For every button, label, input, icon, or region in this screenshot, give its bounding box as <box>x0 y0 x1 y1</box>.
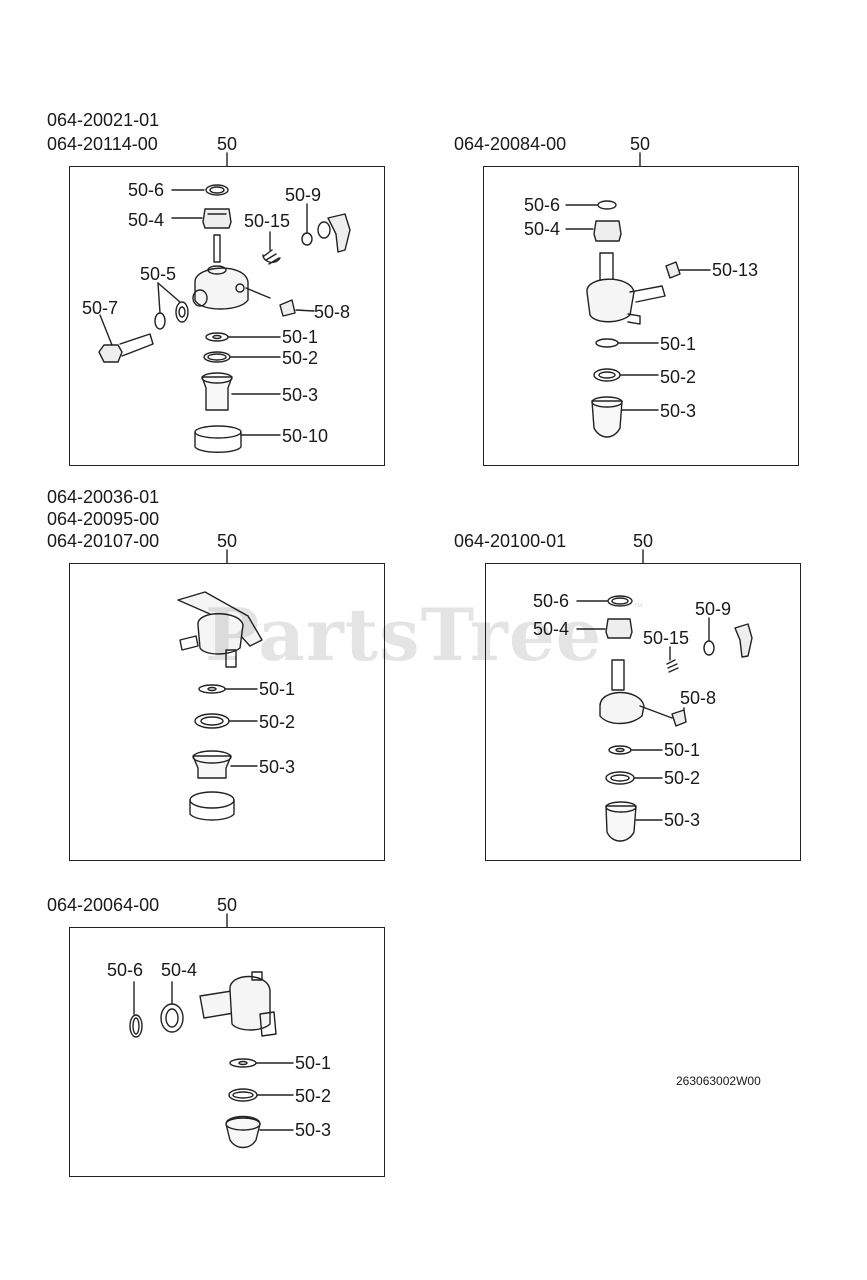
bowl-icon <box>591 400 623 438</box>
o-ring-icon <box>607 595 633 607</box>
callout-label[interactable]: 50-8 <box>314 302 351 322</box>
assembly-ref: 50 <box>630 134 651 154</box>
callout-label[interactable]: 50-3 <box>660 401 697 421</box>
callout-label[interactable]: 50-3 <box>282 385 319 405</box>
assembly-ref: 50 <box>633 531 654 551</box>
o-ring-icon <box>605 771 635 785</box>
model-number: 064-20100-01 <box>454 531 567 551</box>
model-number: 064-20064-00 <box>47 895 160 915</box>
nut-icon <box>202 208 232 229</box>
washer-icon <box>175 301 189 323</box>
callout-label[interactable]: 50-1 <box>664 740 701 760</box>
bowl-icon <box>605 805 637 842</box>
callout-label[interactable]: 50-2 <box>660 367 697 387</box>
screw-icon <box>279 299 296 317</box>
o-ring-icon <box>301 232 313 246</box>
callout-label[interactable]: 50-7 <box>82 298 119 318</box>
ring-nut-icon <box>189 791 235 809</box>
o-ring-icon <box>205 184 229 196</box>
callout-label[interactable]: 50-3 <box>259 757 296 777</box>
o-ring-icon <box>703 640 715 656</box>
bowl-icon <box>192 755 232 779</box>
valve-body-icon <box>197 613 244 655</box>
o-ring-icon <box>194 713 230 729</box>
gasket-icon <box>205 332 229 342</box>
callout-label[interactable]: 50-13 <box>712 260 759 280</box>
assembly-ref: 50 <box>217 134 238 154</box>
callout-label[interactable]: 50-15 <box>244 211 291 231</box>
panel5-parts <box>129 971 294 1149</box>
model-number: 064-20036-01 <box>47 487 160 507</box>
callout-label[interactable]: 50-1 <box>660 334 697 354</box>
callout-label[interactable]: 50-6 <box>128 180 165 200</box>
callout-label[interactable]: 50-1 <box>259 679 296 699</box>
gasket-icon <box>608 745 632 755</box>
callout-label[interactable]: 50-4 <box>128 210 165 230</box>
callout-label[interactable]: 50-4 <box>524 219 561 239</box>
callout-label[interactable]: 50-9 <box>695 599 732 619</box>
assembly-ref: 50 <box>217 531 238 551</box>
nut-icon <box>593 220 622 242</box>
callout-label[interactable]: 50-3 <box>664 810 701 830</box>
callout-label[interactable]: 50-15 <box>643 628 690 648</box>
callout-label[interactable]: 50-4 <box>161 960 198 980</box>
callout-label[interactable]: 50-3 <box>295 1120 332 1140</box>
callout-label[interactable]: 50-1 <box>282 327 319 347</box>
model-number: 064-20084-00 <box>454 134 567 154</box>
model-number: 064-20107-00 <box>47 531 160 551</box>
model-number: 064-20095-00 <box>47 509 160 529</box>
panel3-parts <box>177 591 263 821</box>
model-number: 064-20021-01 <box>47 110 160 130</box>
spring-icon <box>666 659 679 673</box>
screw-icon <box>665 261 681 279</box>
watermark-text: PartsTree <box>205 592 603 677</box>
lever-icon <box>734 623 753 658</box>
callout-label[interactable]: 50-6 <box>107 960 144 980</box>
washer-icon <box>154 312 166 330</box>
valve-body-icon <box>194 267 249 310</box>
lever-icon <box>327 213 351 253</box>
ring-nut-icon <box>194 425 242 439</box>
screw-icon <box>671 709 687 727</box>
bolt-icon <box>98 344 123 363</box>
nut-icon <box>605 618 633 639</box>
assembly-ref: 50 <box>217 895 238 915</box>
spring-icon <box>262 249 281 265</box>
callout-label[interactable]: 50-1 <box>295 1053 332 1073</box>
panel2-parts <box>565 200 711 438</box>
callout-label[interactable]: 50-8 <box>680 688 717 708</box>
callout-label[interactable]: 50-2 <box>259 712 296 732</box>
drawing-code: 263063002W00 <box>676 1074 761 1088</box>
callout-label[interactable]: 50-2 <box>664 768 701 788</box>
model-number: 064-20114-00 <box>47 134 158 154</box>
o-ring-icon <box>597 200 617 210</box>
callout-label[interactable]: 50-6 <box>533 591 570 611</box>
callout-label[interactable]: 50-2 <box>295 1086 332 1106</box>
gasket-icon <box>198 684 226 694</box>
callout-label[interactable]: 50-4 <box>533 619 570 639</box>
ring-nut-icon <box>160 1003 184 1033</box>
callout-label[interactable]: 50-10 <box>282 426 329 446</box>
gasket-icon <box>595 338 619 348</box>
diagram-frame <box>483 166 799 466</box>
o-ring-icon <box>593 368 621 382</box>
callout-label[interactable]: 50-2 <box>282 348 319 368</box>
callout-label[interactable]: 50-9 <box>285 185 322 205</box>
panel4-parts <box>576 595 753 842</box>
callout-label[interactable]: 50-6 <box>524 195 561 215</box>
bowl-icon <box>225 1115 261 1149</box>
callout-label[interactable]: 50-5 <box>140 264 177 284</box>
trademark-icon: ™ <box>633 602 643 613</box>
valve-body-icon <box>599 691 645 725</box>
o-ring-icon <box>129 1014 143 1038</box>
valve-body-icon <box>586 278 635 323</box>
gasket-icon <box>229 1058 257 1068</box>
valve-body-icon <box>229 975 271 1031</box>
panel1-parts <box>98 184 351 453</box>
